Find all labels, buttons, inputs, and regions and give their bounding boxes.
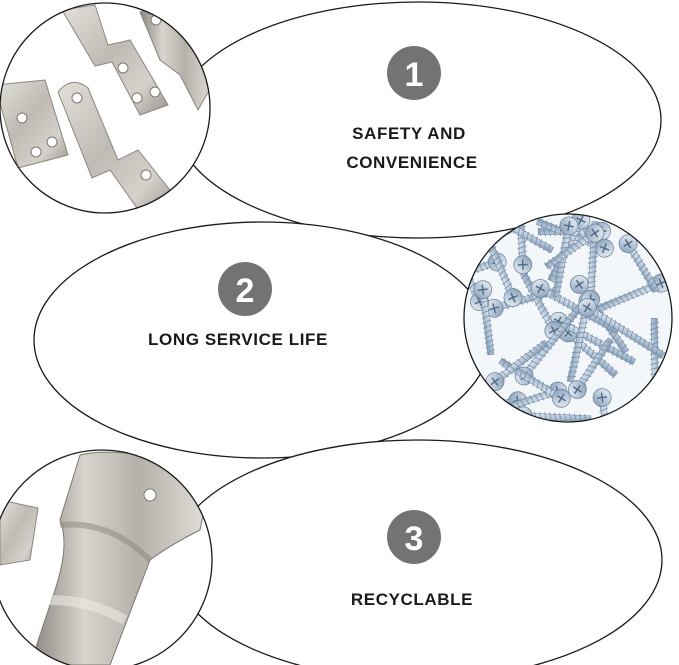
number-badge-1 [387,46,441,100]
feature-label-1-line1: SAFETY AND [352,124,466,143]
screw [577,298,666,359]
badge-number-1: 1 [405,56,424,94]
screw [485,339,549,392]
badge-number-2: 2 [236,272,255,310]
badge-number-3: 3 [405,520,424,558]
feature-label-3: RECYCLABLE [351,590,473,609]
feature-label-2: LONG SERVICE LIFE [148,330,328,349]
screw [473,280,495,356]
screw [551,216,579,298]
bent-clip-photo [0,449,213,665]
screw [568,337,614,399]
number-badge-2 [218,262,272,316]
screws-photo [463,213,673,423]
screw [618,234,660,293]
feature-3: 3 RECYCLABLE [351,510,473,609]
bracket-photo [0,2,211,214]
feature-oval-1 [174,1,662,239]
number-badge-3 [387,510,441,564]
feature-1: 1 SAFETY AND CONVENIENCE [346,46,477,172]
screw [520,271,564,341]
feature-label-1-line2: CONVENIENCE [346,153,477,172]
feature-2: 2 LONG SERVICE LIFE [148,262,328,349]
screw [543,223,605,270]
